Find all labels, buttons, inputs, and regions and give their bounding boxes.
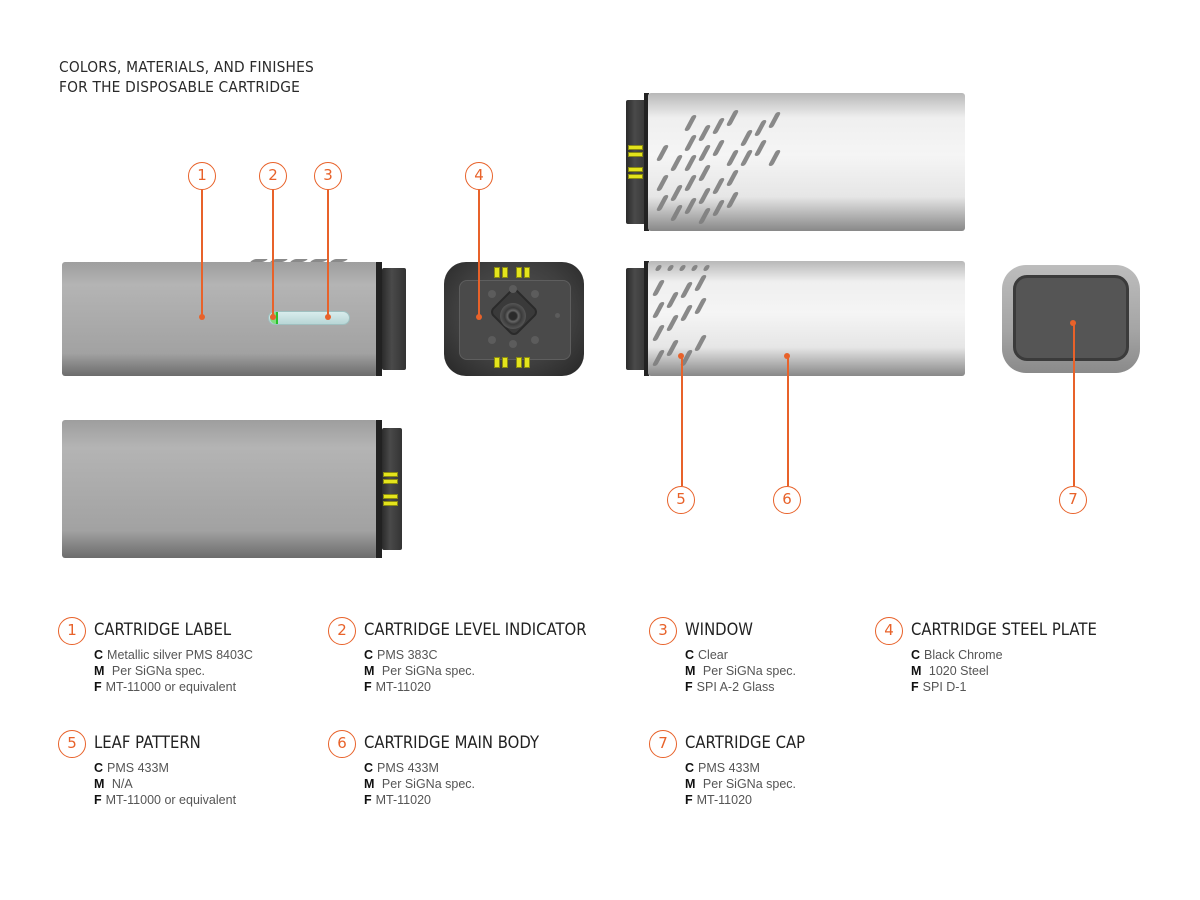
spec-material: M N/A <box>94 777 133 791</box>
window <box>268 311 350 325</box>
contact-pad <box>516 267 522 278</box>
leader-line-1 <box>201 190 203 316</box>
legend-number: 7 <box>649 730 677 758</box>
callout-4: 4 <box>465 162 493 190</box>
contact-pad <box>628 174 643 179</box>
legend-title: CARTRIDGE CAP <box>685 733 806 752</box>
legend-title: WINDOW <box>685 620 753 639</box>
leader-line-3 <box>327 190 329 316</box>
legend-title: CARTRIDGE LABEL <box>94 620 232 639</box>
contact-pad <box>524 267 530 278</box>
legend-number: 5 <box>58 730 86 758</box>
leader-line-5 <box>681 356 683 486</box>
spec-material: M Per SiGNa spec. <box>364 664 475 678</box>
screw-hole <box>509 285 517 293</box>
end-ring <box>376 420 382 558</box>
end-plate-side <box>382 428 402 550</box>
legend-number: 2 <box>328 617 356 645</box>
leader-dot-2 <box>270 314 276 320</box>
end-ring <box>644 93 649 231</box>
end-plate-side <box>626 268 648 370</box>
leader-dot-3 <box>325 314 331 320</box>
contact-pad <box>383 494 398 499</box>
legend-title: CARTRIDGE STEEL PLATE <box>911 620 1097 639</box>
spec-material: M Per SiGNa spec. <box>685 777 796 791</box>
legend-title: CARTRIDGE LEVEL INDICATOR <box>364 620 587 639</box>
legend-number: 3 <box>649 617 677 645</box>
leader-dot-4 <box>476 314 482 320</box>
callout-6: 6 <box>773 486 801 514</box>
contact-pad <box>383 472 398 477</box>
callout-5: 5 <box>667 486 695 514</box>
legend-number: 6 <box>328 730 356 758</box>
leader-line-4 <box>478 190 480 316</box>
spec-material: M Per SiGNa spec. <box>364 777 475 791</box>
callout-7: 7 <box>1059 486 1087 514</box>
callout-2: 2 <box>259 162 287 190</box>
screw-hole <box>488 336 496 344</box>
screw-hole <box>555 313 560 318</box>
contact-pad <box>516 357 522 368</box>
cartridge-main-body <box>648 261 965 376</box>
contact-pad <box>502 267 508 278</box>
cartridge-cap-inner <box>1013 275 1129 361</box>
page-title-line-1: COLORS, MATERIALS, AND FINISHES <box>59 58 314 76</box>
end-plate-side <box>382 268 406 370</box>
contact-pad <box>628 152 643 157</box>
page-title-line-2: FOR THE DISPOSABLE CARTRIDGE <box>59 78 300 96</box>
spec-material: M Per SiGNa spec. <box>94 664 205 678</box>
end-ring <box>376 262 382 376</box>
leader-line-7 <box>1073 323 1075 486</box>
contact-pad <box>383 479 398 484</box>
page-title: COLORS, MATERIALS, AND FINISHES FOR THE … <box>59 57 314 97</box>
screw-hole <box>531 290 539 298</box>
cartridge-body-top <box>648 93 965 231</box>
callout-1: 1 <box>188 162 216 190</box>
legend-title: LEAF PATTERN <box>94 733 201 752</box>
contact-pad <box>524 357 530 368</box>
contact-pad <box>628 145 643 150</box>
end-plate-side <box>626 100 648 224</box>
center-valve <box>500 303 526 329</box>
contact-pad <box>383 501 398 506</box>
contact-pad <box>494 267 500 278</box>
callout-3: 3 <box>314 162 342 190</box>
end-ring <box>644 261 649 376</box>
leader-line-6 <box>787 356 789 486</box>
legend-title: CARTRIDGE MAIN BODY <box>364 733 540 752</box>
spec-material: M Per SiGNa spec. <box>685 664 796 678</box>
contact-pad <box>628 167 643 172</box>
legend-number: 4 <box>875 617 903 645</box>
contact-pad <box>502 357 508 368</box>
leader-dot-1 <box>199 314 205 320</box>
legend-number: 1 <box>58 617 86 645</box>
screw-hole <box>488 290 496 298</box>
leader-line-2 <box>272 190 274 316</box>
cartridge-body-side <box>62 420 378 558</box>
spec-material: M 1020 Steel <box>911 664 989 678</box>
contact-pad <box>494 357 500 368</box>
screw-hole <box>509 340 517 348</box>
screw-hole <box>531 336 539 344</box>
